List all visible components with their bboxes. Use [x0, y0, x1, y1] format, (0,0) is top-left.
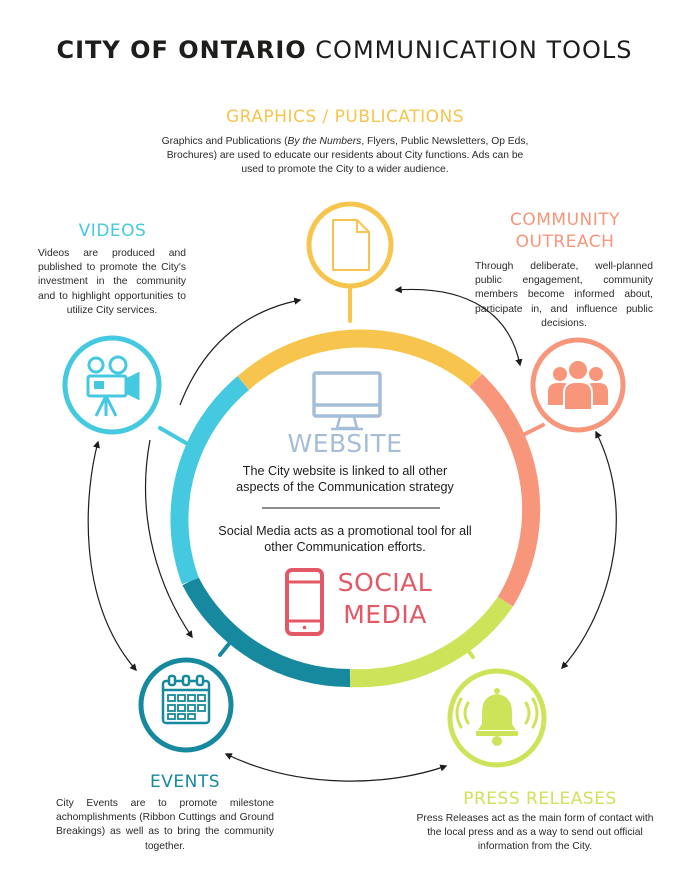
outreach-heading-line2: OUTREACH — [515, 232, 615, 252]
satellites — [62, 201, 626, 768]
arrow-videos-to-graphics — [179, 297, 302, 406]
events-heading: EVENTS — [149, 772, 220, 792]
satellite-videos — [62, 335, 162, 435]
title-bold: CITY OF ONTARIO — [56, 36, 307, 64]
website-text: The City website is linked to all other … — [236, 464, 454, 494]
outreach-heading-line1: COMMUNITY — [509, 210, 621, 230]
connectors — [158, 287, 545, 659]
press-heading: PRESS RELEASES — [463, 789, 617, 809]
page-title: CITY OF ONTARIO COMMUNICATION TOOLS — [0, 36, 689, 64]
arrow-videos-to-events — [144, 439, 193, 639]
graphics-text: Graphics and Publications (By the Number… — [160, 135, 530, 178]
people-group-icon — [548, 361, 608, 411]
outreach-heading: COMMUNITY OUTREACH — [490, 209, 640, 253]
ring-segment-events — [182, 576, 351, 688]
monitor-icon — [312, 371, 382, 431]
videos-text: Videos are produced and published to pro… — [38, 248, 186, 316]
outreach-text: Through deliberate, well-planned public … — [475, 261, 653, 329]
connector-press — [458, 638, 475, 659]
ring-segment-videos — [170, 376, 250, 585]
social-heading: SOCIAL MEDIA — [330, 567, 440, 631]
smartphone-icon — [285, 568, 324, 636]
website-heading: WEBSITE — [287, 429, 403, 458]
calendar-icon — [161, 674, 211, 725]
document-icon — [332, 219, 370, 271]
social-heading-line1: SOCIAL — [337, 568, 433, 597]
ring-segment-press — [349, 596, 513, 688]
title-rest: COMMUNICATION TOOLS — [315, 36, 633, 64]
connector-outreach — [511, 423, 545, 442]
arrow-events-videos — [87, 440, 137, 672]
social-text: Social Media acts as a promotional tool … — [218, 524, 472, 554]
graphics-heading: GRAPHICS / PUBLICATIONS — [226, 107, 464, 127]
satellite-events — [138, 657, 234, 753]
arrows — [87, 286, 617, 782]
arrow-graphics-outreach — [394, 286, 523, 367]
connector-videos — [158, 426, 188, 445]
graphics-text-italic: By the Numbers — [287, 136, 362, 147]
arrow-press-events — [224, 753, 448, 782]
ring-segment-graphics — [237, 329, 482, 390]
graphics-text-after: , Flyers, Public Newsletters, Op Eds, Br… — [166, 136, 529, 176]
satellite-graphics — [306, 201, 394, 289]
arrow-outreach-press — [561, 430, 617, 670]
video-camera-icon — [86, 355, 140, 417]
events-text: City Events are to promote milestone ach… — [56, 798, 274, 852]
bell-icon — [455, 688, 539, 746]
ring-segment-outreach — [469, 373, 541, 607]
videos-heading: VIDEOS — [78, 221, 147, 241]
connector-events — [218, 638, 234, 657]
graphics-text-before: Graphics and Publications ( — [161, 136, 288, 147]
social-heading-line2: MEDIA — [343, 600, 427, 629]
press-text: Press Releases act as the main form of c… — [416, 813, 654, 853]
